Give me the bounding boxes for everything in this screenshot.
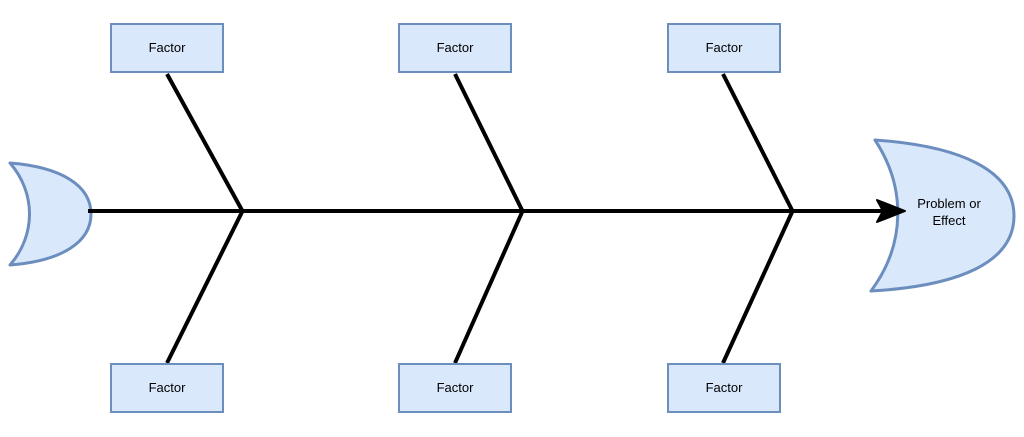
- factor-label: Factor: [436, 40, 474, 55]
- factor-label: Factor: [148, 380, 186, 395]
- bone-top-2: [453, 73, 525, 213]
- factor-label: Factor: [436, 380, 474, 395]
- bone-bottom-3: [721, 209, 795, 364]
- spine-arrowhead: [876, 199, 906, 223]
- bone-bottom-2: [453, 209, 525, 364]
- factor-box-bottom-2: Factor: [398, 363, 512, 413]
- bone-top-1: [165, 73, 245, 213]
- bone-bottom-1: [165, 209, 245, 364]
- factor-label: Factor: [148, 40, 186, 55]
- factor-box-top-2: Factor: [398, 23, 512, 73]
- factor-label: Factor: [705, 380, 743, 395]
- problem-or-effect-label: Problem or Effect: [917, 196, 981, 228]
- factor-box-top-1: Factor: [110, 23, 224, 73]
- factor-box-bottom-1: Factor: [110, 363, 224, 413]
- fish-head-shape: [869, 138, 1016, 293]
- factor-box-top-3: Factor: [667, 23, 781, 73]
- factor-label: Factor: [705, 40, 743, 55]
- factor-box-bottom-3: Factor: [667, 363, 781, 413]
- fish-tail-shape: [8, 161, 93, 267]
- bone-top-3: [721, 73, 795, 213]
